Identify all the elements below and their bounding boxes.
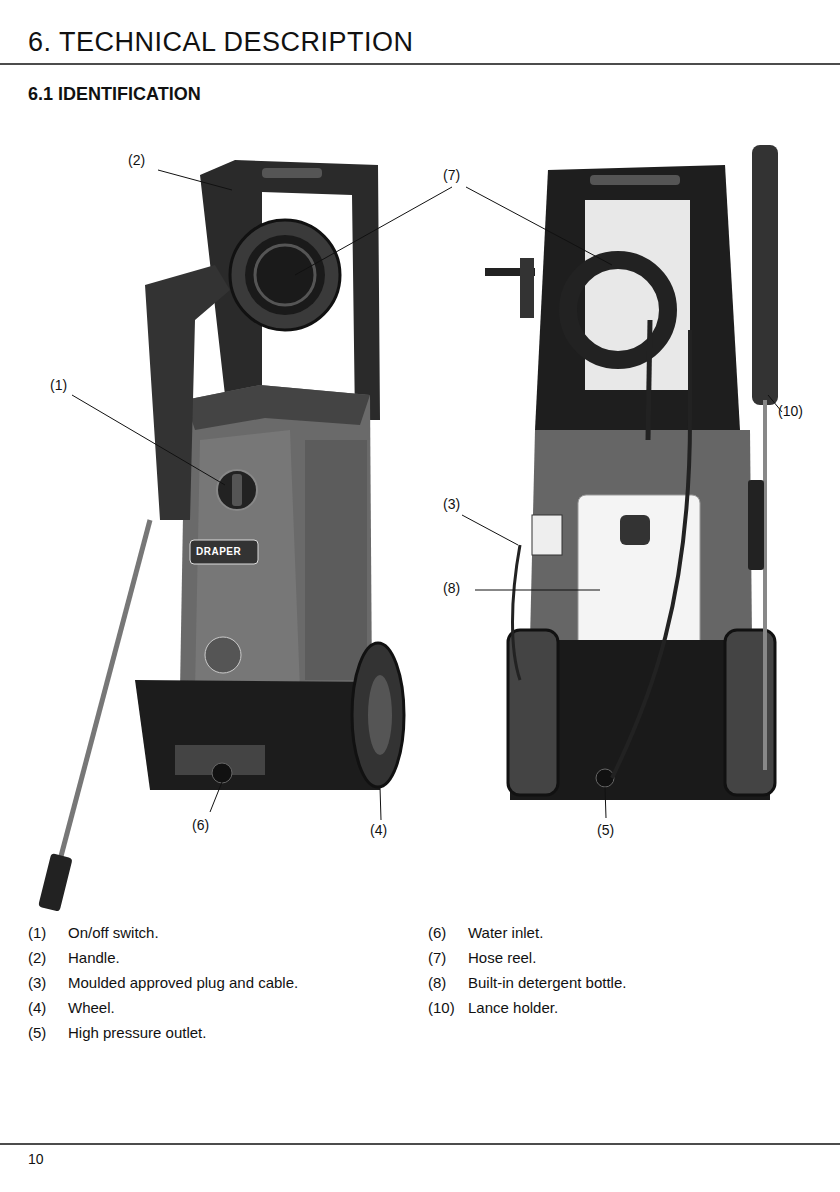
pressure-washer-front: [352, 643, 404, 787]
pressure-washer-front: [368, 675, 392, 755]
part-name: On/off switch.: [68, 925, 159, 942]
leader-line: [72, 170, 782, 820]
pressure-washer-back: [725, 630, 775, 795]
pressure-washer-back: [532, 515, 562, 555]
callout-number: (2): [28, 950, 46, 967]
rule-line: [0, 64, 840, 1144]
pressure-washer-front: [262, 168, 322, 178]
pressure-washer-front: [255, 245, 315, 305]
pressure-washer-back: [620, 515, 650, 545]
part-name: High pressure outlet.: [68, 1025, 206, 1042]
callout-number: (1): [50, 378, 67, 393]
pressure-washer-front: [245, 235, 325, 315]
pressure-washer-front: [38, 160, 404, 912]
leader-line: [72, 395, 225, 485]
callout-number: (7): [443, 168, 460, 183]
callout-number: (10): [428, 1000, 455, 1017]
leader-line: [475, 590, 600, 591]
pressure-washer-back: [648, 320, 650, 440]
leader-line: [380, 787, 381, 820]
leader-line: [462, 515, 518, 545]
pressure-washer-back: [485, 145, 778, 800]
pressure-washer-front: [190, 540, 258, 564]
pressure-washer-front: [180, 385, 372, 690]
pressure-washer-back: [596, 769, 614, 787]
leader-line: [158, 170, 232, 190]
callout-number: (3): [443, 497, 460, 512]
section-heading: 6.1 IDENTIFICATION: [28, 85, 201, 105]
rule-line: [0, 63, 840, 65]
pressure-washer-back: [568, 260, 668, 360]
rule-line: [0, 1143, 840, 1145]
pressure-washer-back: [748, 480, 764, 570]
part-name: Hose reel.: [468, 950, 536, 967]
pressure-washer-front: [135, 680, 380, 790]
callout-number: (5): [597, 823, 614, 838]
part-name: Lance holder.: [468, 1000, 558, 1017]
callout-number: (7): [428, 950, 446, 967]
callout-number: (1): [28, 925, 46, 942]
callout-number: (10): [778, 404, 803, 419]
callout-number: (2): [128, 153, 145, 168]
pressure-washer-back: [590, 175, 680, 185]
leader-line: [210, 782, 222, 812]
pressure-washer-front: [217, 470, 257, 510]
pressure-washer-front: [185, 385, 370, 430]
callout-number: (3): [28, 975, 46, 992]
leader-line: [466, 187, 612, 265]
leader-line: [605, 787, 606, 818]
pressure-washer-back: [520, 258, 534, 318]
part-name: Moulded approved plug and cable.: [68, 975, 298, 992]
callout-number: (8): [428, 975, 446, 992]
pressure-washer-back: [513, 545, 521, 680]
page-number: 10: [28, 1152, 44, 1167]
pressure-washer-front: [38, 853, 73, 912]
brand-badge: DRAPER: [196, 546, 241, 557]
part-name: Built-in detergent bottle.: [468, 975, 626, 992]
callout-number: (8): [443, 581, 460, 596]
callout-number: (5): [28, 1025, 46, 1042]
pressure-washer-back: [763, 400, 767, 770]
page-heading: 6. TECHNICAL DESCRIPTION: [28, 28, 414, 58]
pressure-washer-back: [535, 165, 740, 430]
pressure-washer-front: [305, 440, 367, 680]
callout-number: (6): [192, 818, 209, 833]
part-name: Handle.: [68, 950, 120, 967]
pressure-washer-front: [60, 520, 150, 860]
part-name: Wheel.: [68, 1000, 115, 1017]
pressure-washer-front: [212, 763, 232, 783]
callout-number: (4): [28, 1000, 46, 1017]
part-name: Water inlet.: [468, 925, 543, 942]
callout-number: (4): [370, 823, 387, 838]
pressure-washer-back: [752, 145, 778, 405]
pressure-washer-front: [232, 474, 242, 506]
callout-number: (6): [428, 925, 446, 942]
pressure-washer-front: [145, 265, 230, 520]
pressure-washer-front: [230, 220, 340, 330]
leader-line: [295, 187, 452, 275]
pressure-washer-front: [205, 637, 241, 673]
